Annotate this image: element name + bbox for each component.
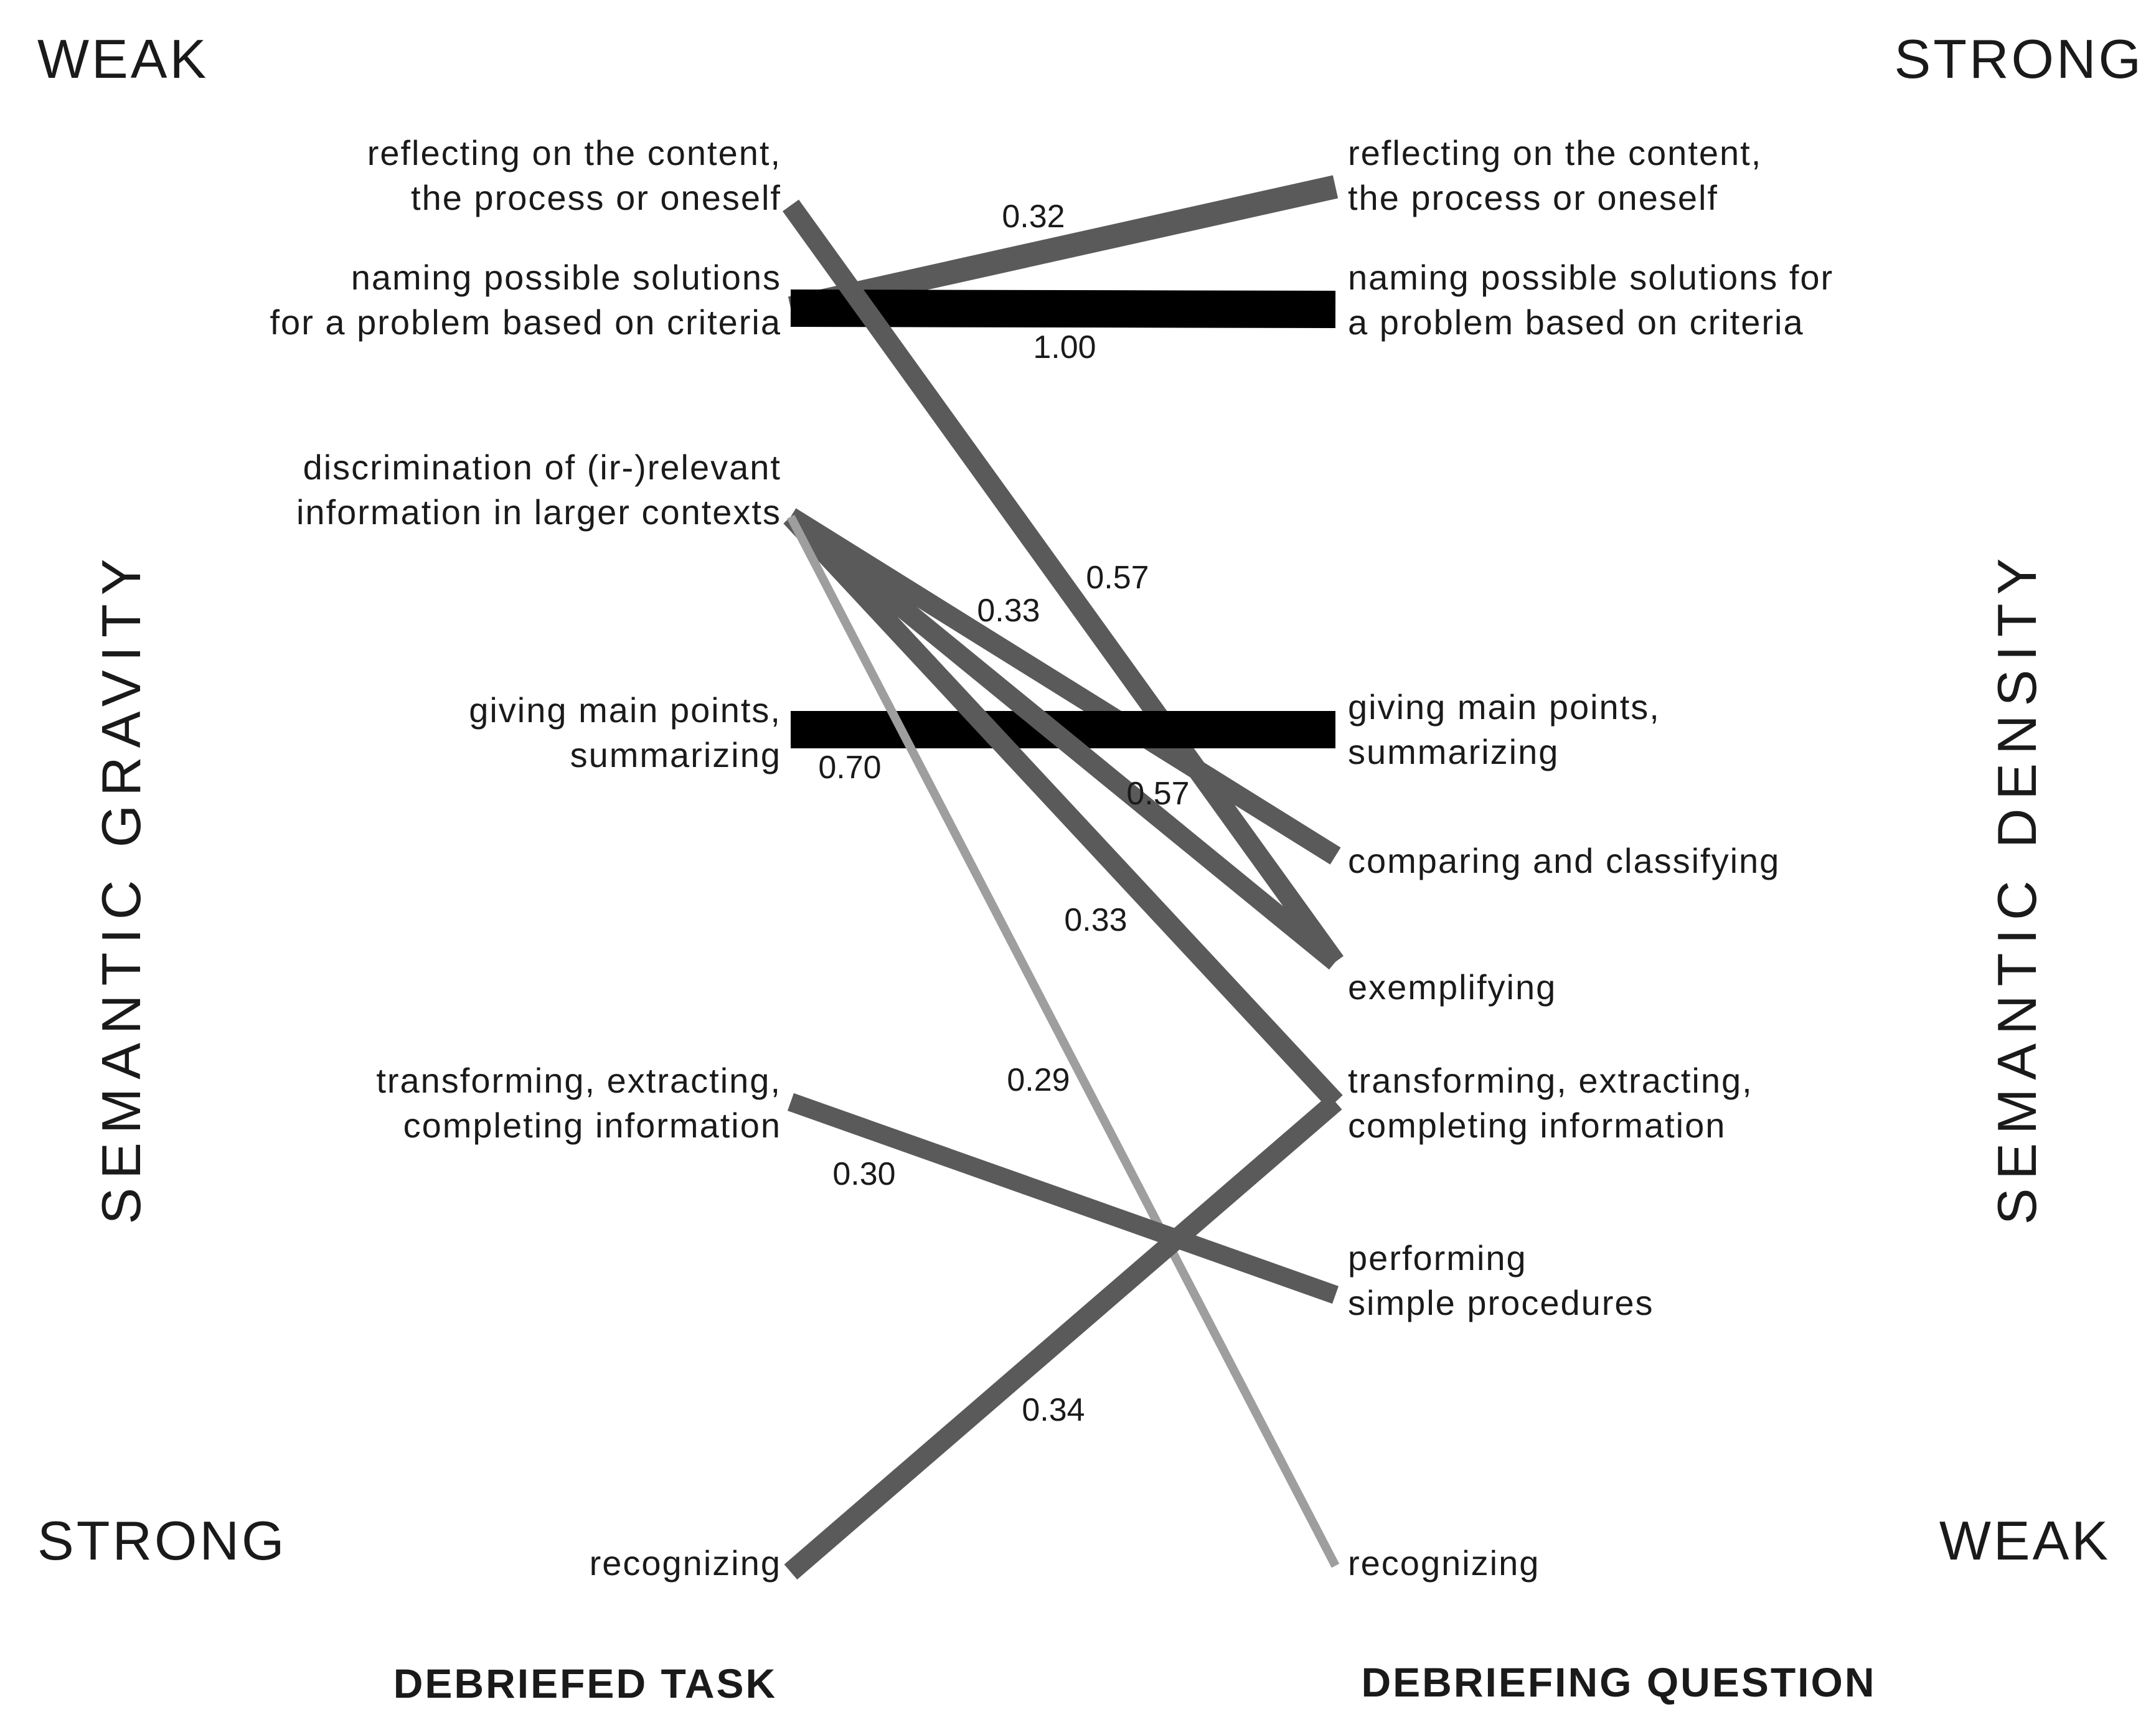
link-weight-0: 0.32 xyxy=(1002,199,1065,235)
links-layer xyxy=(783,175,1344,1580)
right-node-label-3: comparing and classifying xyxy=(1348,841,1780,880)
right-node-label-3-line-0: comparing and classifying xyxy=(1348,841,1780,880)
right-node-label-7-line-0: recognizing xyxy=(1348,1543,1540,1583)
axis-title-semantic-density: SEMANTIC DENSITY xyxy=(1986,550,2048,1225)
link-7 xyxy=(786,514,1340,1568)
link-0 xyxy=(788,175,1339,320)
link-weight-9: 0.34 xyxy=(1022,1392,1085,1428)
corner-bottom-left: STRONG xyxy=(37,1510,286,1571)
right-node-label-4-line-0: exemplifying xyxy=(1348,967,1556,1007)
link-weight-8: 0.30 xyxy=(832,1156,895,1192)
left-node-label-5-line-0: recognizing xyxy=(590,1543,781,1583)
column-title-debriefing-question: DEBRIEFING QUESTION xyxy=(1361,1659,1876,1705)
left-node-label-1: naming possible solutions for a problem b… xyxy=(270,258,782,342)
left-node-label-3-line-0: giving main points, xyxy=(469,690,781,730)
axis-title-semantic-gravity: SEMANTIC GRAVITY xyxy=(90,550,152,1225)
left-node-label-5: recognizing xyxy=(590,1543,781,1583)
link-8 xyxy=(787,1093,1339,1304)
link-weight-6: 0.33 xyxy=(1064,902,1127,938)
right-node-label-0-line-0: reflecting on the content, xyxy=(1348,133,1762,172)
corner-bottom-right: WEAK xyxy=(1939,1510,2111,1571)
right-node-label-5-line-0: transforming, extracting, xyxy=(1348,1061,1753,1100)
link-weight-5: 0.57 xyxy=(1126,776,1189,812)
corner-top-left: WEAK xyxy=(37,28,209,90)
right-node-label-7: recognizing xyxy=(1348,1543,1540,1583)
link-weight-7: 0.29 xyxy=(1007,1062,1070,1098)
link-weight-2: 0.57 xyxy=(1086,560,1149,596)
nodes-layer: reflecting on the content, the process or… xyxy=(270,133,1834,1583)
link-weight-4: 0.70 xyxy=(818,750,881,786)
left-node-label-0-line-0: reflecting on the content, xyxy=(367,133,781,172)
link-3 xyxy=(785,508,1341,865)
right-node-label-5: transforming, extracting, completing info… xyxy=(1348,1061,1753,1145)
left-node-label-3-line-1: summarizing xyxy=(570,735,781,774)
link-2 xyxy=(783,199,1344,968)
right-node-label-1-line-0: naming possible solutions for xyxy=(1348,258,1834,297)
right-node-label-2-line-0: giving main points, xyxy=(1348,687,1660,727)
link-1 xyxy=(790,289,1336,328)
right-node-label-5-line-1: completing information xyxy=(1348,1106,1726,1145)
right-node-label-0: reflecting on the content, the process or… xyxy=(1348,133,1762,217)
left-node-label-2-line-0: discrimination of (ir-)relevant xyxy=(303,448,781,487)
right-node-label-0-line-1: the process or oneself xyxy=(1348,178,1718,217)
column-title-debriefed-task: DEBRIEFED TASK xyxy=(393,1660,777,1706)
left-node-label-4-line-0: transforming, extracting, xyxy=(376,1061,781,1100)
right-node-label-4: exemplifying xyxy=(1348,967,1556,1007)
weights-layer: 0.32 1.00 0.57 0.33 0.70 0.57 0.33 0.29 0.30 0.34 xyxy=(818,199,1189,1428)
left-node-label-4-line-1: completing information xyxy=(403,1106,781,1145)
right-node-label-6-line-1: simple procedures xyxy=(1348,1283,1654,1322)
left-node-label-1-line-0: naming possible solutions xyxy=(351,258,781,297)
link-6 xyxy=(783,510,1343,1109)
left-node-label-1-line-1: for a problem based on criteria xyxy=(270,303,782,342)
right-node-label-2-line-1: summarizing xyxy=(1348,732,1559,771)
right-node-label-1-line-1: a problem based on criteria xyxy=(1348,303,1804,342)
right-node-label-6-line-0: performing xyxy=(1348,1238,1527,1278)
left-node-label-4: transforming, extracting, completing info… xyxy=(376,1061,781,1145)
link-9 xyxy=(784,1094,1342,1580)
right-node-label-1: naming possible solutions for a problem b… xyxy=(1348,258,1834,342)
right-node-label-2: giving main points, summarizing xyxy=(1348,687,1660,771)
link-5 xyxy=(784,509,1342,970)
left-node-label-3: giving main points, summarizing xyxy=(469,690,781,774)
right-node-label-6: performing simple procedures xyxy=(1348,1238,1654,1322)
left-node-label-2-line-1: information in larger contexts xyxy=(296,492,781,532)
link-weight-1: 1.00 xyxy=(1033,329,1096,365)
link-weight-3: 0.33 xyxy=(977,593,1040,629)
left-node-label-0-line-1: the process or oneself xyxy=(411,178,781,217)
left-node-label-0: reflecting on the content, the process or… xyxy=(367,133,781,217)
corner-top-right: STRONG xyxy=(1895,28,2144,90)
left-node-label-2: discrimination of (ir-)relevant informati… xyxy=(296,448,781,532)
